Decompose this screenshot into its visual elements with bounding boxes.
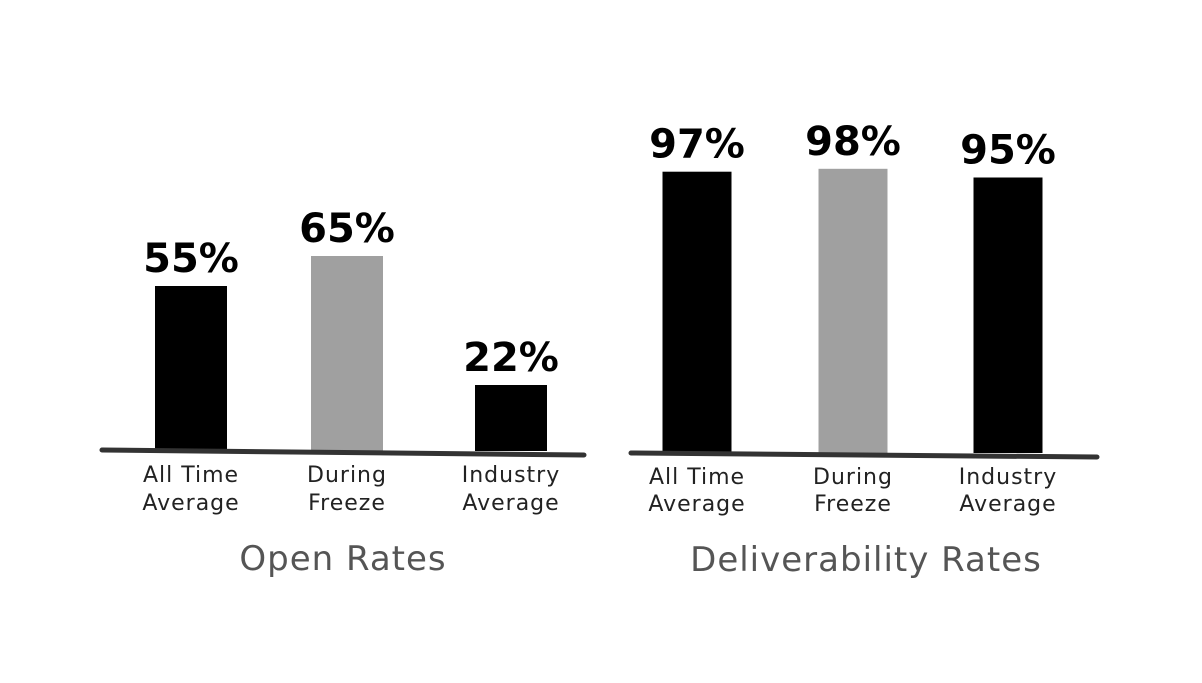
open-rates-baseline-axis bbox=[99, 447, 587, 458]
deliverability-rates-chart-title: Deliverability Rates bbox=[690, 540, 1042, 580]
deliverability-rates-bar-2 bbox=[818, 168, 888, 454]
open-rates-category-label-2-line-2: Freeze bbox=[308, 491, 386, 516]
open-rates-value-label-3: 22% bbox=[463, 335, 559, 381]
open-rates-chart-title: Open Rates bbox=[239, 539, 446, 579]
deliverability-rates-baseline-axis bbox=[628, 450, 1100, 460]
deliverability-rates-bar-1 bbox=[662, 171, 732, 453]
open-rates-value-label-2: 65% bbox=[299, 206, 395, 252]
open-rates-category-label-3-line-1: Industry bbox=[462, 463, 561, 488]
deliverability-rates-category-label-3-line-2: Average bbox=[959, 492, 1056, 517]
open-rates-bar-1 bbox=[155, 286, 227, 451]
open-rates-value-label-1: 55% bbox=[143, 236, 239, 282]
deliverability-rates-category-label-2-line-2: Freeze bbox=[814, 492, 892, 517]
open-rates-bar-3 bbox=[475, 385, 547, 451]
deliverability-rates-category-label-1-line-2: Average bbox=[648, 492, 745, 517]
deliverability-rates-chart: 97%All TimeAverage98%DuringFreeze95%Indu… bbox=[628, 119, 1100, 580]
open-rates-category-label-1-line-2: Average bbox=[142, 491, 239, 516]
deliverability-rates-value-label-1: 97% bbox=[649, 122, 745, 168]
deliverability-rates-value-label-2: 98% bbox=[805, 119, 901, 165]
deliverability-rates-value-label-3: 95% bbox=[960, 128, 1056, 174]
open-rates-bar-2 bbox=[311, 256, 383, 451]
open-rates-category-label-3-line-2: Average bbox=[462, 491, 559, 516]
open-rates-category-label-2-line-1: During bbox=[307, 463, 387, 488]
deliverability-rates-bar-3 bbox=[973, 177, 1043, 453]
deliverability-rates-category-label-1-line-1: All Time bbox=[649, 465, 745, 490]
open-rates-category-label-1-line-1: All Time bbox=[143, 463, 239, 488]
deliverability-rates-category-label-2-line-1: During bbox=[813, 465, 893, 490]
deliverability-rates-category-label-3-line-1: Industry bbox=[959, 465, 1058, 490]
